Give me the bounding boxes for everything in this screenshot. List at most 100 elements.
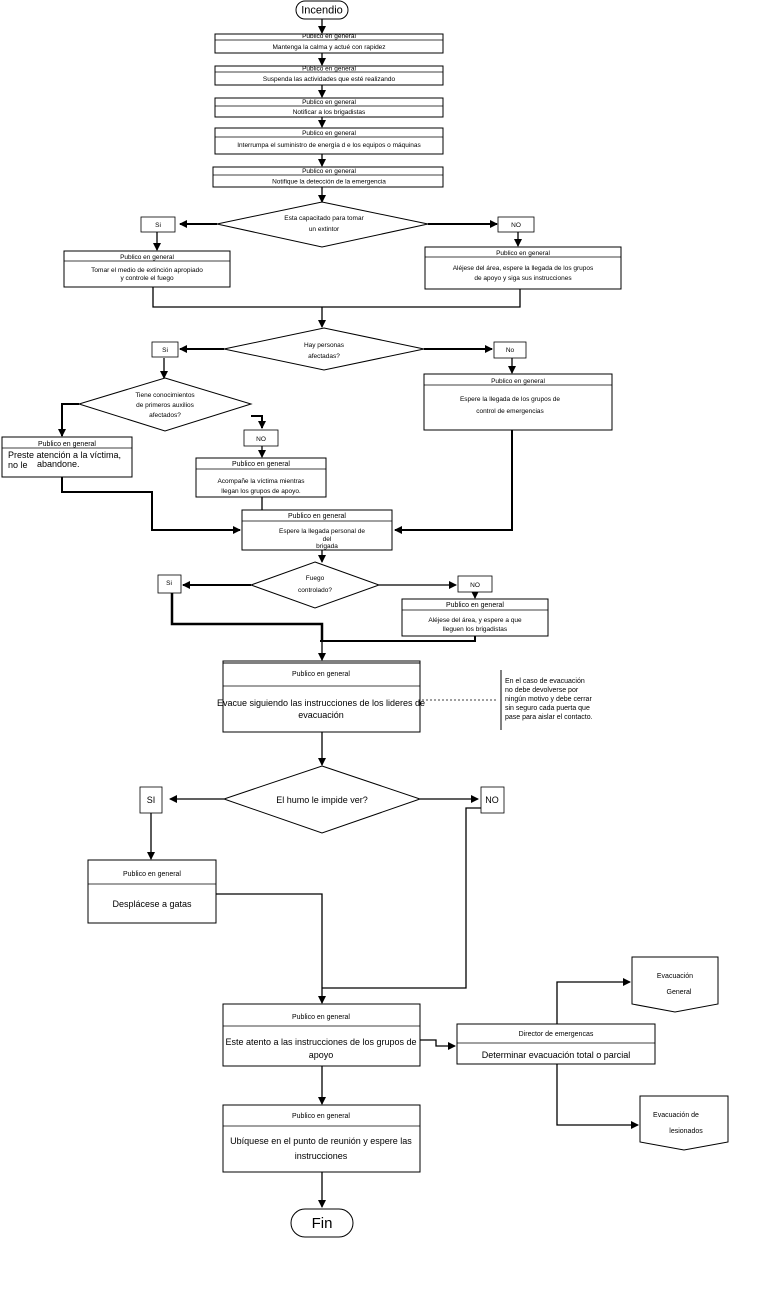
label-no: No: [493, 341, 527, 359]
connector-no: [251, 415, 266, 429]
start-label: Incendio: [301, 5, 343, 17]
decision-affected-people: Hay personas afectadas?: [223, 327, 425, 371]
step-text: Notificar a los brigadistas: [293, 109, 366, 116]
connector: [556, 978, 631, 1024]
role-label: Publico en general: [302, 168, 356, 175]
decision-fire-controlled: Fuego controlado?: [249, 561, 381, 609]
step-evacuate: Publico en general Evacue siguiendo las …: [217, 660, 425, 733]
svg-text:No: No: [506, 347, 515, 354]
role-label: Director de emergencas: [519, 1031, 594, 1038]
connector-merge: [152, 287, 521, 308]
step-text: lleguen los brigadistas: [443, 626, 508, 633]
step-text: abandone.: [37, 459, 80, 469]
decision-text: Esta capacitado para tomar: [284, 215, 364, 222]
step-wait-control: Publico en general Espere la llegada de …: [423, 373, 613, 431]
decision-text: Fuego: [306, 575, 325, 582]
decision-text: afectados?: [149, 412, 181, 419]
role-label: Publico en general: [302, 33, 356, 40]
step-text: Espere la llegada personal de: [279, 528, 365, 535]
step-suspend: Publico en general Suspenda las activida…: [214, 65, 444, 86]
svg-text:NO: NO: [256, 436, 266, 443]
step-wait-brigade: Publico en general Espere la llegada per…: [241, 509, 393, 551]
step-notify-detection: Publico en general Notifique la detecció…: [212, 166, 444, 188]
step-cut-power: Publico en general Interrumpa el suminis…: [214, 127, 444, 155]
note-text: sin seguro cada puerta que: [505, 705, 590, 712]
step-text: Suspenda las actividades que esté realiz…: [263, 76, 396, 83]
step-notify-brigade: Publico en general Notificar a los briga…: [214, 97, 444, 118]
step-meeting-point: Publico en general Ubíquese en el punto …: [222, 1104, 421, 1173]
step-text: evacuación: [298, 710, 344, 720]
svg-text:Si: Si: [155, 222, 161, 229]
role-label: Publico en general: [292, 1113, 350, 1120]
svg-text:SI: SI: [147, 795, 156, 805]
step-text: y controle el fuego: [120, 275, 174, 282]
connector: [216, 893, 326, 1004]
step-text: control de emergencias: [476, 408, 544, 415]
connector: [322, 807, 493, 989]
role-label: Publico en general: [496, 250, 550, 257]
step-text: Este atento a las instrucciones de los g…: [225, 1037, 416, 1047]
role-label: Publico en general: [123, 871, 181, 878]
step-text: Aléjese del área, y espere a que: [428, 617, 522, 624]
decision-first-aid: Tiene conocimientos de primeros auxilios…: [77, 377, 253, 432]
connector: [394, 430, 513, 534]
svg-text:NO: NO: [485, 795, 499, 805]
label-yes: Si: [157, 574, 182, 594]
label-no: NO: [243, 429, 279, 447]
role-label: Publico en general: [288, 513, 346, 520]
step-attentive: Publico en general Este atento a las ins…: [222, 1003, 421, 1067]
step-text: del: [323, 536, 332, 543]
step-text: Determinar evacuación total o parcial: [482, 1050, 631, 1060]
step-text: Mantenga la calma y actué con rapidez: [272, 44, 385, 51]
svg-text:Si: Si: [162, 347, 168, 354]
note-text: En el caso de evacuación: [505, 678, 585, 685]
role-label: Publico en general: [446, 602, 504, 609]
decision-text: El humo le impide ver?: [276, 795, 368, 805]
role-label: Publico en general: [232, 461, 290, 468]
step-text: Evacue siguiendo las instrucciones de lo…: [217, 698, 425, 708]
role-label: Publico en general: [302, 130, 356, 137]
step-attend-victim: Publico en general Preste atención a la …: [1, 436, 133, 478]
output-text: Evacuación: [657, 973, 693, 980]
role-label: Publico en general: [38, 441, 96, 448]
label-yes: Si: [140, 216, 176, 233]
step-text: Tomar el medio de extinción apropiado: [91, 267, 203, 274]
role-label: Publico en general: [491, 378, 545, 385]
step-keep-calm: Publico en general Mantenga la calma y a…: [214, 33, 444, 54]
step-text: brigada: [316, 543, 338, 550]
decision-text: de primeros auxilios: [136, 402, 195, 409]
decision-text: controlado?: [298, 587, 332, 594]
step-text: Aléjese del área, espere la llegada de l…: [453, 265, 594, 272]
step-accompany-victim: Publico en general Acompañe la víctima m…: [195, 457, 327, 498]
step-text: Espere la llegada de los grupos de: [460, 396, 560, 403]
svg-text:Si: Si: [166, 580, 172, 587]
step-move-away: Publico en general Aléjese del área, esp…: [424, 246, 622, 290]
decision-text: Hay personas: [304, 342, 345, 349]
output-injured-evacuation: Evacuación de lesionados: [639, 1095, 729, 1151]
label-no: NO: [457, 575, 493, 593]
end-label: Fin: [312, 1215, 333, 1232]
step-text: Preste atención a la víctima,: [8, 450, 121, 460]
label-no: NO: [497, 216, 535, 233]
label-no: NO: [480, 786, 505, 814]
output-general-evacuation: Evacuación General: [631, 956, 719, 1013]
step-text: de apoyo y siga sus instrucciones: [474, 275, 572, 282]
decision-smoke: El humo le impide ver?: [222, 765, 422, 834]
evacuation-note: En el caso de evacuación no debe devolve…: [505, 678, 593, 721]
decision-text: afectadas?: [308, 353, 340, 360]
role-label: Publico en general: [302, 66, 356, 73]
label-yes: SI: [139, 786, 163, 814]
connector: [61, 477, 241, 534]
decision-extinguisher: Esta capacitado para tomar un extintor: [216, 201, 429, 248]
label-yes: Si: [151, 341, 179, 358]
step-text: Desplácese a gatas: [112, 899, 192, 909]
note-text: no debe devolverse por: [505, 687, 579, 694]
output-text: lesionados: [669, 1128, 703, 1135]
svg-text:NO: NO: [511, 222, 521, 229]
role-label: Publico en general: [120, 254, 174, 261]
start-terminal: Incendio: [295, 0, 349, 20]
decision-text: Tiene conocimientos: [135, 392, 195, 399]
connector-yes: [58, 403, 79, 437]
step-text: Ubíquese en el punto de reunión y espere…: [230, 1136, 412, 1146]
role-label: Publico en general: [292, 1014, 350, 1021]
